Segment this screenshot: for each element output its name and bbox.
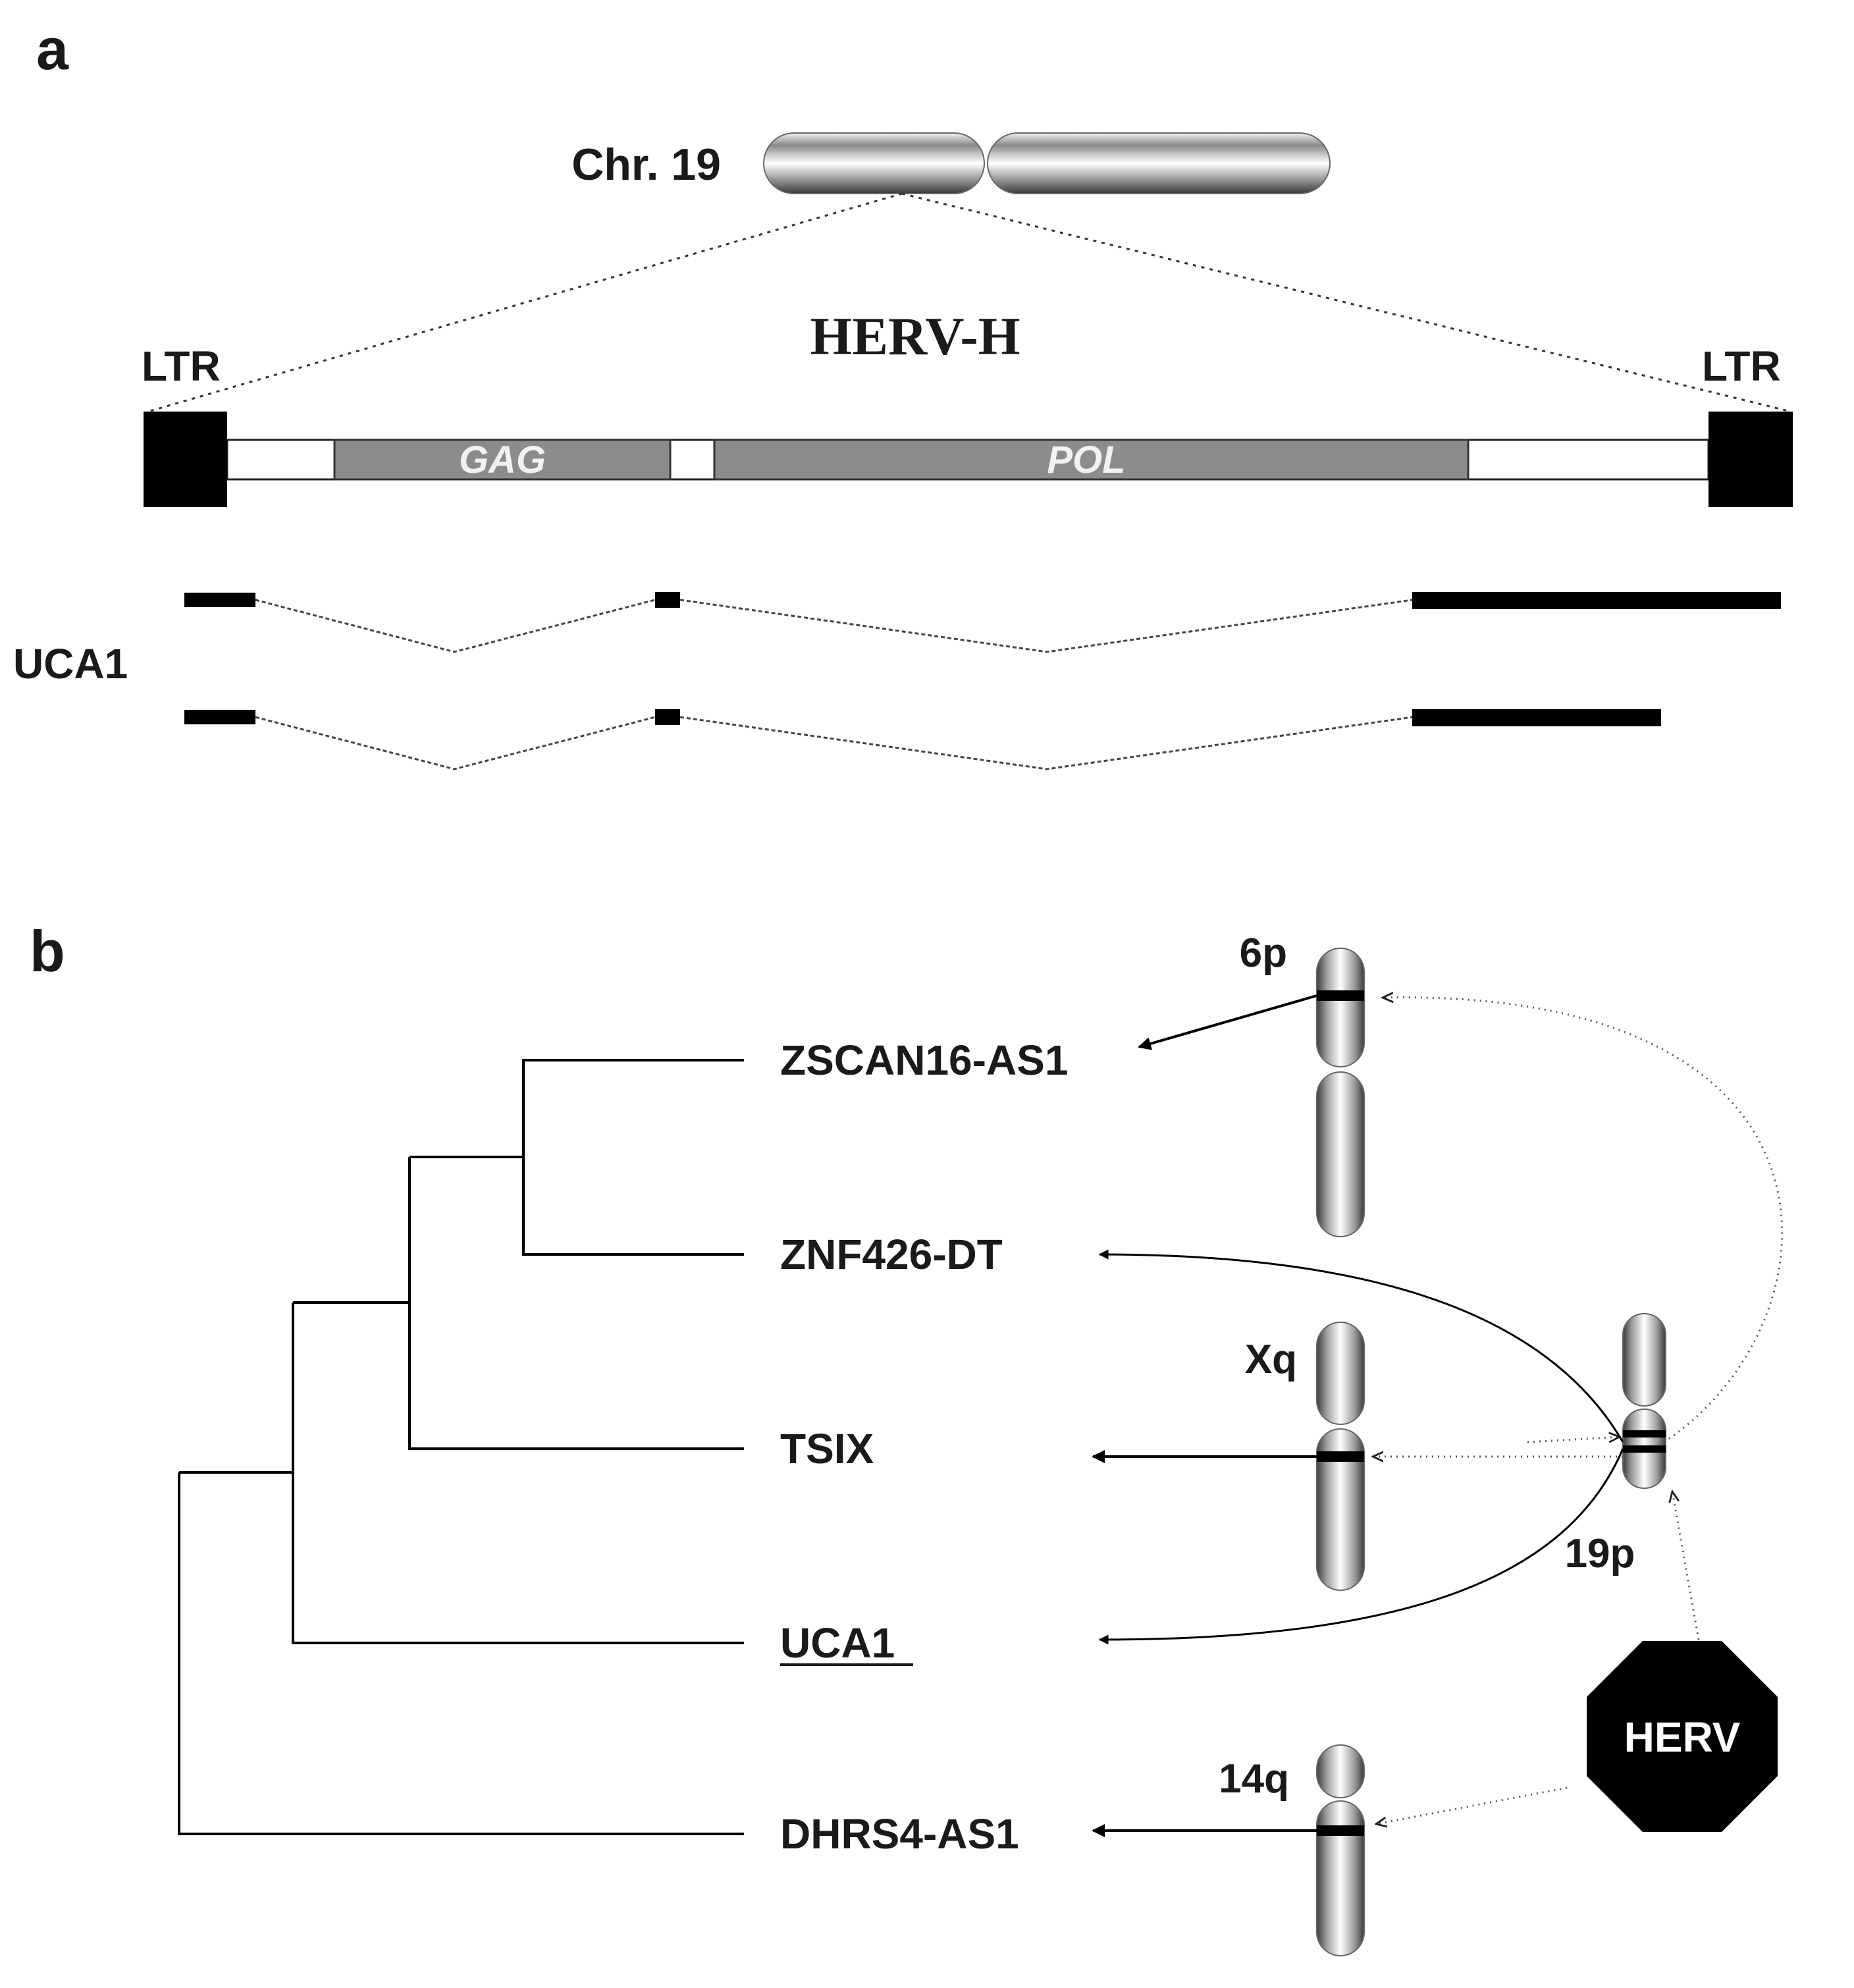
chromosome-14-icon xyxy=(1316,1744,1365,1956)
herv-h-element xyxy=(144,412,1793,507)
chromosome-6-band xyxy=(1317,990,1364,1001)
gag-region xyxy=(333,439,672,481)
solid-arrows xyxy=(1092,994,1624,1837)
chromosome-14q-label: 14q xyxy=(1219,1756,1289,1802)
chromosome-x-band xyxy=(1317,1451,1364,1462)
phylogenetic-tree xyxy=(178,1059,744,1835)
chromosome-6-icon xyxy=(1316,948,1365,1237)
dotted-arrows xyxy=(1373,998,1784,1824)
ltr-right-box xyxy=(1708,412,1793,507)
ltr-left-box xyxy=(144,412,227,507)
panel-a-letter: a xyxy=(36,16,69,82)
chromosome-xq-label: Xq xyxy=(1245,1337,1297,1382)
panel-b-letter: b xyxy=(30,919,65,984)
chromosome-x-icon xyxy=(1316,1322,1365,1591)
gene-label-zscan16-as1: ZSCAN16-AS1 xyxy=(780,1036,1068,1084)
ltr-left-label: LTR xyxy=(142,342,221,390)
pol-region xyxy=(713,439,1470,481)
herv-badge-label: HERV xyxy=(1624,1713,1741,1761)
chromosome-14-band xyxy=(1317,1825,1364,1836)
chromosome-19p-label: 19p xyxy=(1565,1531,1635,1576)
chromosome-19p-icon xyxy=(1622,1313,1666,1489)
chromosome-6p-label: 6p xyxy=(1240,930,1287,976)
chromosome-19-icon xyxy=(763,132,1331,194)
uca1-transcript-label: UCA1 xyxy=(13,640,128,687)
pol-label: POL xyxy=(1047,439,1125,481)
gene-label-uca1: UCA1 xyxy=(780,1619,895,1667)
chromosome-19-label: Chr. 19 xyxy=(571,140,721,190)
herv-h-title: HERV-H xyxy=(810,306,1020,366)
uca1-isoform-1 xyxy=(184,592,1781,653)
gag-label: GAG xyxy=(459,439,546,481)
gene-label-znf426-dt: ZNF426-DT xyxy=(780,1231,1003,1278)
herv-octagon xyxy=(1587,1641,1778,1832)
zoom-guide-lines xyxy=(147,192,1791,413)
gene-label-tsix: TSIX xyxy=(780,1425,874,1472)
gene-label-dhrs4-as1: DHRS4-AS1 xyxy=(780,1810,1019,1858)
ltr-right-label: LTR xyxy=(1702,342,1781,390)
uca1-isoform-2 xyxy=(184,709,1661,770)
